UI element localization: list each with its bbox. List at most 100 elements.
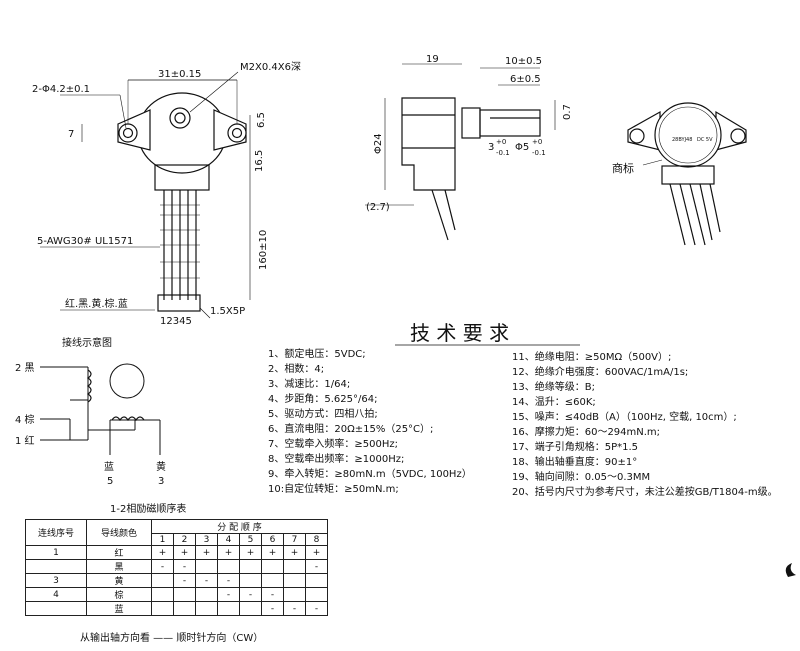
col-header-index: 连线序号 [25,519,87,546]
specs-right-list: 11、绝缘电阻：≥50MΩ（500V）; 12、绝缘介电强度：600VAC/1mA… [512,351,778,501]
dim-d5-tol-lower: -0.1 [532,149,546,157]
dim-7-label: 7 [68,129,74,140]
rear-text-2: 28BYJ48 [672,137,692,143]
dim-screw-label: M2X0.4X6深 [240,61,301,73]
table-cell [261,573,284,588]
specs-left-list: 1、额定电压：5VDC;2、相数：4;3、减速比：1/64;4、步距角：5.62… [268,348,472,498]
spec-item: 8、空载牵出频率：≥1000Hz; [268,454,405,465]
spec-item: 20、括号内尺寸为参考尺寸，未注公差按GB/T1804-m级。 [512,487,778,498]
table-cell [239,601,262,616]
spec-item: 19、轴向间隙：0.05～0.3MM [512,472,651,483]
table-cell [283,559,306,574]
table-cell [305,587,328,602]
step-header: 4 [217,533,240,546]
rear-text-1: DC 5V [697,137,713,143]
side-view [365,63,556,241]
spec-item: 7、空载牵入频率：≥500Hz; [268,439,398,450]
table-cell: - [195,573,218,588]
table-cell [151,573,174,588]
row-color: 蓝 [86,601,152,616]
table-cell [195,601,218,616]
row-index: 4 [25,587,87,602]
table-cell [283,573,306,588]
table-title: 1-2相励磁顺序表 [110,502,186,515]
step-header: 7 [283,533,306,546]
step-header: 2 [173,533,196,546]
table-cell: - [173,559,196,574]
spec-item: 4、步距角：5.625°/64; [268,394,378,405]
table-cell [239,559,262,574]
table-cell [217,559,240,574]
table-cell: + [261,545,284,560]
row-index [25,559,87,574]
dim-d5-label: Φ5 [515,142,529,153]
spec-item: 3、减速比：1/64; [268,379,351,390]
table-cell: + [195,545,218,560]
table-cell: + [283,545,306,560]
spec-title: 技 术 要 求 [410,321,509,345]
spec-item: 6、直流电阻：20Ω±15%（25°C）; [268,424,434,435]
spec-item: 10:自定位转矩：≥50mN.m; [268,484,399,495]
table-cell [261,559,284,574]
wire-num-blue: 5 [107,476,113,487]
step-header: 3 [195,533,218,546]
step-header: 5 [239,533,262,546]
row-index: 3 [25,573,87,588]
table-footer: 从输出轴方向看 —— 顺时针方向（CW） [80,633,264,644]
pin-numbers-label: 12345 [160,316,192,327]
spec-item: 13、绝缘等级：B; [512,382,595,393]
wire-label-black: 2 黑 [15,362,35,374]
dim-2-7-label: (2.7) [366,202,390,213]
table-cell: + [305,545,328,560]
dim-160-label: 160±10 [258,230,269,270]
dim-3-tol-lower: -0.1 [496,149,510,157]
dim-10-label: 10±0.5 [505,56,542,67]
table-cell: - [151,559,174,574]
spec-item: 1、额定电压：5VDC; [268,349,366,360]
row-color: 红 [86,545,152,560]
dim-19-label: 19 [426,54,439,65]
wiring-title: 接线示意图 [62,336,112,349]
spec-item: 18、输出轴垂直度：90±1° [512,457,638,468]
dim-3-tol-upper: +0 [496,138,506,146]
wire-label-red: 1 红 [15,434,35,447]
table-cell: - [305,601,328,616]
table-cell: - [217,587,240,602]
edge-mark [785,563,796,577]
spec-item: 17、端子引角规格：5P*1.5 [512,442,639,453]
table-row: 蓝--- [25,601,328,616]
row-index [25,601,87,616]
wire-num-yellow: 3 [158,476,164,487]
table-cell [239,573,262,588]
row-color: 黄 [86,573,152,588]
row-color: 黑 [86,559,152,574]
spec-item: 9、牵入转矩：≥80mN.m（5VDC, 100Hz） [268,469,472,480]
trademark-label: 商标 [612,161,634,175]
row-color: 棕 [86,587,152,602]
row-index: 1 [25,545,87,560]
col-header-sequence: 分 配 顺 序 [151,519,328,534]
spec-item: 12、绝缘介电强度：600VAC/1mA/1s; [512,367,689,378]
spec-item: 16、摩擦力矩：60～294mN.m; [512,427,661,438]
step-header: 6 [261,533,284,546]
wire-label-brown: 4 棕 [15,413,35,426]
table-cell [217,601,240,616]
table-row: 黑--- [25,559,328,574]
table-cell [151,601,174,616]
spec-item: 11、绝缘电阻：≥50MΩ（500V）; [512,352,672,363]
col-header-color: 导线颜色 [86,519,152,546]
dim-6-5-label: 6.5 [256,112,267,128]
table-cell: - [239,587,262,602]
dim-holes-label: 2-Φ4.2±0.1 [32,84,90,95]
dim-6-label: 6±0.5 [510,74,541,85]
table-cell: - [173,573,196,588]
spec-item: 14、温升：≤60K; [512,397,596,408]
dim-16-5-label: 16.5 [254,150,265,172]
table-cell: - [217,573,240,588]
table-cell [173,601,196,616]
wire-colors-label: 红.黑.黄.棕.蓝 [65,297,128,310]
